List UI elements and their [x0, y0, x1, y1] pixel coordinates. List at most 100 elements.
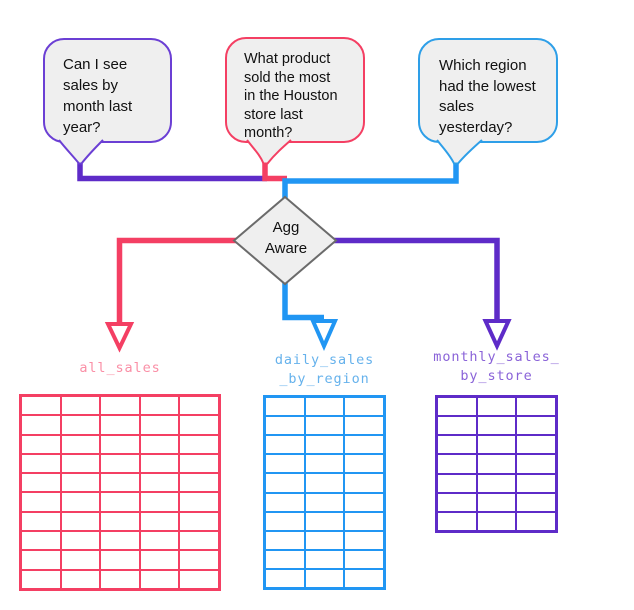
table-cell — [180, 435, 218, 453]
table-cell — [266, 398, 304, 416]
bubble-text: Can I see sales by month last year? — [63, 54, 132, 138]
table-cell — [517, 512, 555, 530]
table-cell — [101, 532, 139, 550]
table-cell — [180, 493, 218, 511]
table-cell — [61, 532, 100, 550]
table-label-daily-sales-by-region: daily_sales _by_region — [243, 351, 406, 388]
bubble-text: Which region had the lowest sales yester… — [439, 56, 536, 138]
table-cell — [266, 493, 304, 511]
table-cell — [345, 512, 383, 530]
table-cell — [305, 398, 344, 416]
table-cell — [22, 493, 60, 511]
table-cell — [140, 512, 179, 531]
table-cell — [305, 531, 344, 549]
table-cell — [517, 417, 555, 435]
table-cell — [101, 570, 139, 588]
table-label-line: _by_region — [279, 370, 370, 387]
table-cell — [180, 570, 218, 588]
table-cell — [345, 531, 383, 549]
table-cell — [345, 417, 383, 435]
bubble-text-line: sales — [439, 98, 475, 115]
table-cell — [180, 454, 218, 473]
table-cell — [140, 493, 179, 511]
table-label-all-sales: all_sales — [19, 359, 221, 378]
pink-connector-line — [262, 160, 287, 182]
table-cell — [477, 436, 516, 454]
table-cell — [517, 436, 555, 454]
decision-label-line: Aware — [264, 240, 308, 257]
table-cell — [438, 417, 476, 435]
table-all-sales — [19, 394, 221, 591]
table-cell — [266, 512, 304, 530]
table-cell — [22, 435, 60, 453]
purple-arrow-line — [333, 237, 500, 319]
bubble-tail — [436, 139, 483, 165]
bubble-text-line: in the Houston — [244, 88, 338, 105]
table-label-line: by_store — [460, 367, 533, 384]
table-cell — [180, 512, 218, 531]
table-cell — [22, 570, 60, 588]
bubble-text-line: store last — [244, 106, 303, 123]
table-cell — [477, 398, 516, 416]
table-cell — [477, 455, 516, 473]
table-cell — [22, 551, 60, 569]
table-cell — [305, 417, 344, 435]
table-cell — [266, 436, 304, 454]
table-cell — [305, 569, 344, 587]
table-cell — [101, 551, 139, 569]
table-cell — [61, 416, 100, 434]
bubble-text-line: sold the most — [244, 69, 331, 86]
table-label-line: all_sales — [79, 360, 161, 376]
table-cell — [22, 532, 60, 550]
table-cell — [438, 398, 476, 416]
table-cell — [266, 550, 304, 568]
bubble-text-line: Can I see — [63, 56, 128, 73]
bubble-text-line: What product — [244, 51, 331, 67]
table-cell — [266, 455, 304, 473]
table-cell — [140, 397, 179, 415]
table-cell — [305, 550, 344, 568]
table-cell — [305, 455, 344, 473]
bubble-text-line: Which region — [439, 57, 527, 74]
bubble-text-line: year? — [63, 119, 101, 136]
table-cell — [140, 474, 179, 492]
table-label-line: daily_sales — [274, 352, 375, 368]
table-cell — [61, 493, 100, 511]
table-cell — [345, 474, 383, 492]
table-label-line: monthly_sales_ — [433, 349, 560, 365]
decision-label: Agg Aware — [235, 217, 337, 259]
table-cell — [266, 474, 304, 492]
bubble-tail — [58, 139, 104, 165]
table-cell — [305, 512, 344, 530]
table-cell — [477, 417, 516, 435]
table-cell — [517, 474, 555, 492]
table-cell — [438, 455, 476, 473]
table-cell — [305, 436, 344, 454]
bubble-tail — [246, 139, 292, 165]
table-cell — [180, 416, 218, 434]
table-cell — [438, 512, 476, 530]
table-cell — [438, 436, 476, 454]
table-label-monthly-sales-by-store: monthly_sales_ by_store — [415, 348, 578, 385]
speech-bubble-product-houston: What product sold the most in the Housto… — [225, 37, 365, 143]
table-cell — [101, 416, 139, 434]
table-cell — [305, 474, 344, 492]
table-cell — [140, 551, 179, 569]
table-cell — [266, 531, 304, 549]
table-cell — [140, 416, 179, 434]
table-cell — [345, 493, 383, 511]
table-cell — [180, 532, 218, 550]
table-monthly-sales-by-store — [435, 395, 558, 533]
table-cell — [140, 435, 179, 453]
table-cell — [101, 397, 139, 415]
bubble-text-line: month? — [244, 125, 293, 142]
table-cell — [22, 397, 60, 415]
table-cell — [22, 416, 60, 434]
table-cell — [305, 493, 344, 511]
table-cell — [266, 417, 304, 435]
table-cell — [61, 474, 100, 492]
bubble-text: What product sold the most in the Housto… — [244, 50, 338, 143]
decision-label-line: Agg — [272, 219, 300, 236]
table-cell — [517, 398, 555, 416]
